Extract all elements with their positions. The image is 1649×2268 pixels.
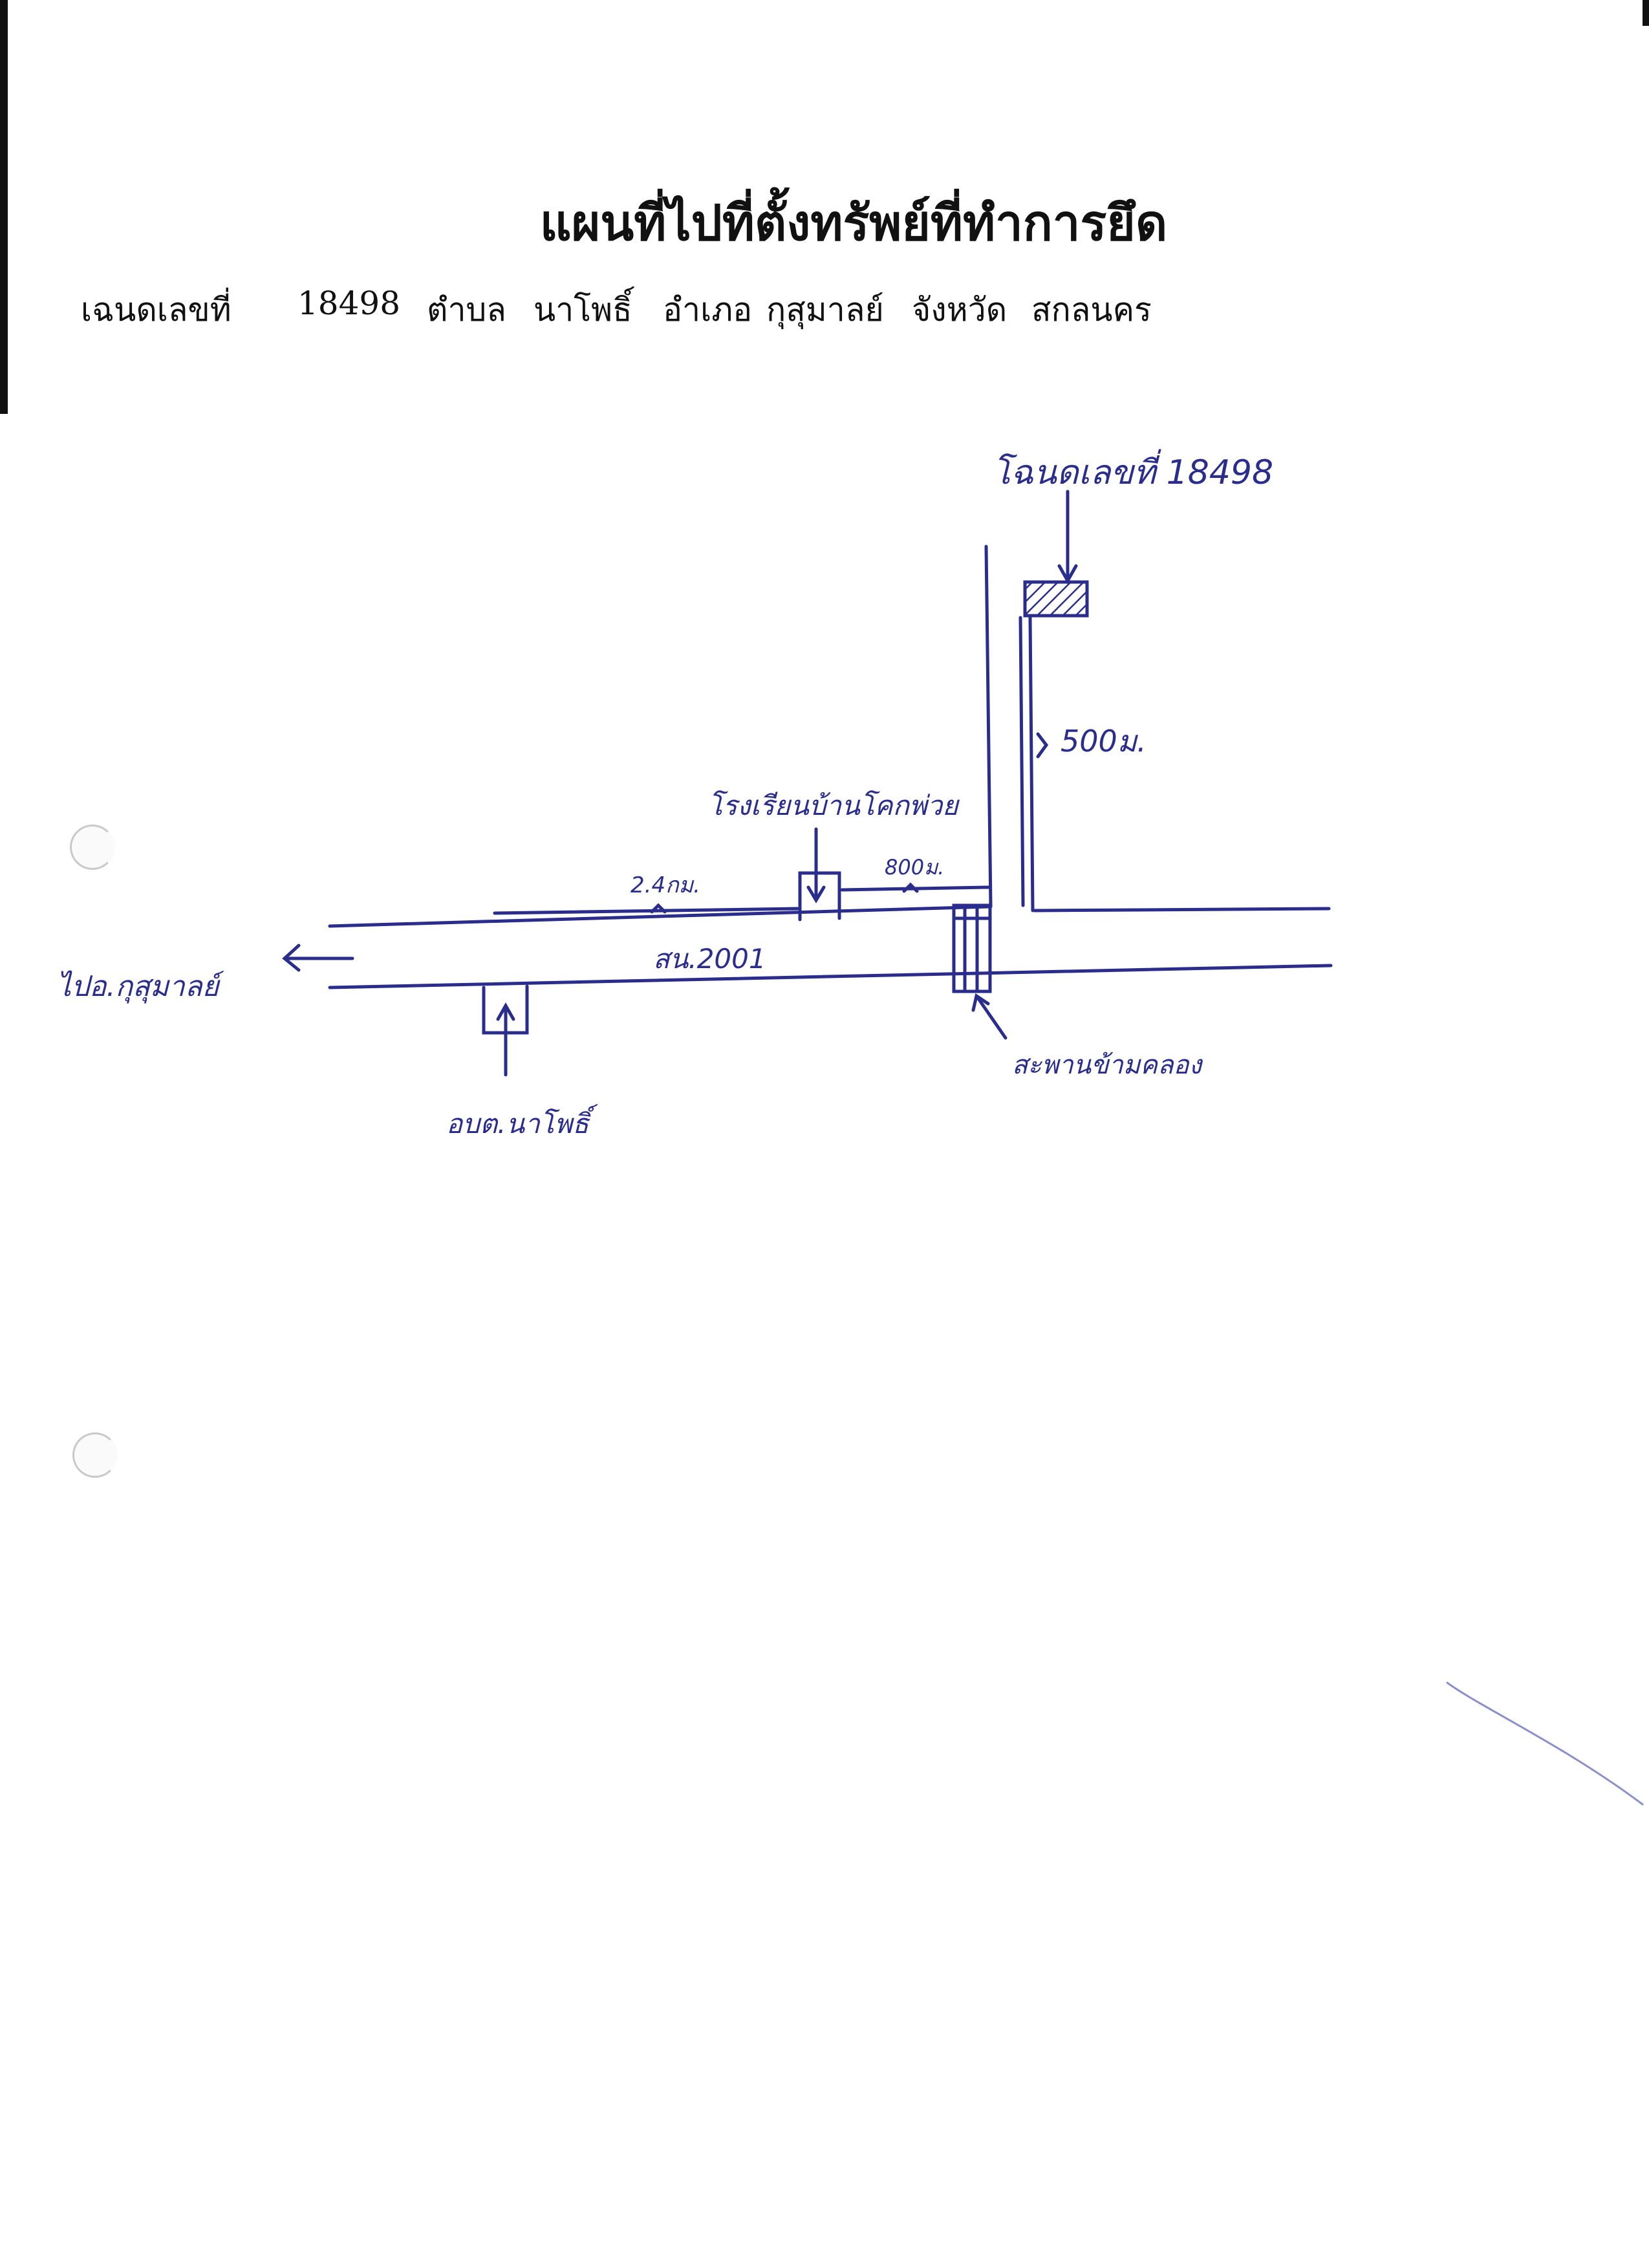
- side-road-west-edge: [984, 545, 993, 909]
- school-arrow-head: [806, 885, 826, 903]
- scan-edge: [0, 0, 8, 414]
- page-title: แผนที่ไปที่ตั้งทรัพย์ที่ทำการยึด: [539, 194, 1168, 252]
- direction-label: ไปอ.กุสุมาลย์: [57, 970, 224, 1004]
- deed-parcel: [1023, 580, 1089, 618]
- main-road-north-edge: [328, 905, 991, 928]
- subdistrict-label: ตำบล: [427, 291, 506, 329]
- subdistrict-value: นาโพธิ์: [534, 291, 632, 329]
- distance-school-west: 2.4กม.: [630, 872, 700, 898]
- district-value: กุสุมาลย์: [766, 291, 884, 329]
- province-value: สกลนคร: [1031, 291, 1152, 329]
- province-label: จังหวัด: [912, 291, 1008, 329]
- school-building: [798, 871, 841, 922]
- road-label: สน.2001: [653, 943, 766, 975]
- dimension-800m-mark: [902, 882, 919, 893]
- deed-number: 18498: [297, 285, 401, 322]
- side-road-east-edge: [1028, 616, 1035, 913]
- side-road-inner: [1018, 616, 1025, 907]
- bridge: [952, 903, 992, 993]
- school-label: โรงเรียนบ้านโคกพ่วย: [708, 790, 960, 821]
- bridge-pointer: [975, 994, 1008, 1040]
- office-arrow-head: [496, 1002, 515, 1021]
- distance-school-east: 800ม.: [885, 855, 944, 880]
- scan-edge-corner: [1643, 0, 1649, 26]
- dimension-2-4km: [493, 907, 799, 915]
- office-label: อบต.นาโพธิ์: [446, 1104, 598, 1139]
- brace-500m: [1036, 732, 1049, 759]
- distance-to-deed: 500ม.: [1061, 724, 1147, 759]
- deed-marker-label: โฉนดเลขที่ 18498: [993, 449, 1273, 492]
- punch-hole: [70, 825, 115, 870]
- page-scribble: [1446, 1681, 1644, 1806]
- district-label: อำเภอ: [663, 291, 753, 329]
- deed-label: เฉนดเลขที่: [81, 291, 232, 329]
- bridge-label: สะพานข้ามคลอง: [1012, 1050, 1203, 1080]
- main-road-north-edge-east: [1033, 907, 1331, 913]
- direction-arrow-head: [282, 944, 301, 972]
- punch-hole: [72, 1432, 118, 1478]
- deed-arrow-head: [1057, 564, 1078, 585]
- dimension-2-4km-mark: [650, 903, 667, 914]
- main-road-south-edge: [328, 964, 1333, 989]
- bridge-pointer-head: [971, 993, 990, 1012]
